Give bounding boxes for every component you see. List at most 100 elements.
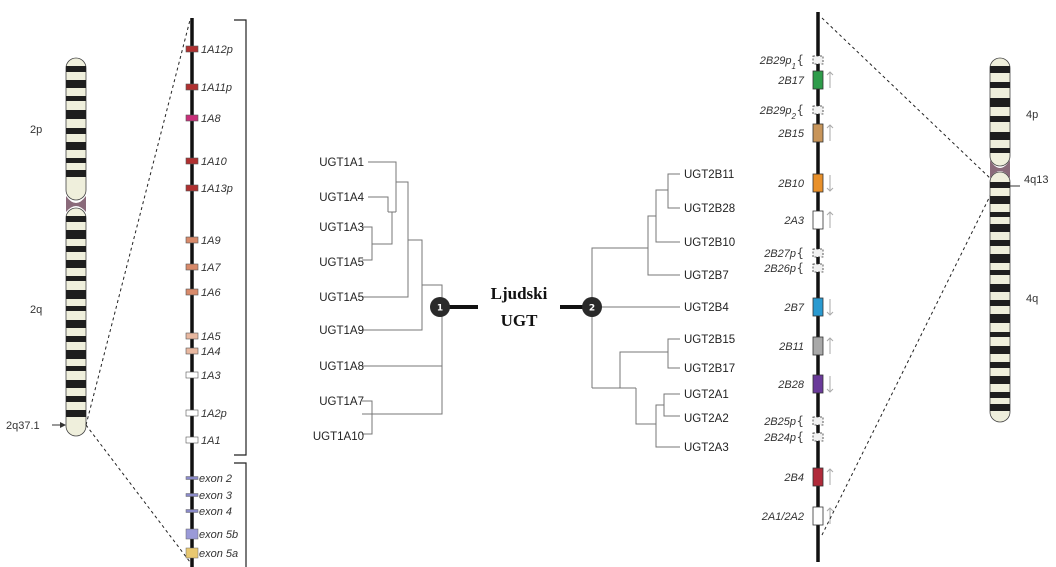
ugt2-gene-marker bbox=[812, 173, 824, 193]
ugt2-gene-label: 2B4 bbox=[783, 472, 804, 484]
ugt2-gene-label: 2B26p bbox=[763, 263, 796, 275]
center-title-line2: UGT bbox=[501, 311, 539, 330]
ugt2-gene-subscript: 1 bbox=[792, 62, 796, 71]
ugt1-gene-marker bbox=[185, 371, 199, 379]
ugt2-gene-name: 2B10 bbox=[777, 178, 805, 190]
node-2-circle bbox=[582, 297, 602, 317]
ugt2-gene-label: 2B29p1 bbox=[759, 55, 796, 71]
ugt1-tree-label: UGT1A5 bbox=[319, 292, 364, 304]
ugt1-tree-label: UGT1A10 bbox=[313, 431, 364, 443]
ugt1-gene-label: 1A4 bbox=[201, 346, 221, 358]
brace-icon: { bbox=[796, 103, 804, 117]
ugt2-gene-marker bbox=[812, 297, 824, 317]
zoom-line-lower bbox=[85, 424, 191, 563]
ugt2-tree-branches bbox=[591, 173, 680, 448]
exon-marker bbox=[185, 547, 199, 559]
brace-icon: { bbox=[796, 246, 804, 260]
ugt2-gene-label: 2B29p2 bbox=[759, 105, 797, 121]
exon-label: exon 5b bbox=[199, 529, 238, 541]
ugt1-gene-marker bbox=[185, 347, 199, 355]
ugt2-tree-label: UGT2B7 bbox=[684, 270, 729, 282]
ugt2-gene-name: 2A1/2A2 bbox=[761, 511, 804, 523]
ugt2-gene-name: 2B4 bbox=[783, 472, 804, 484]
ugt2-gene-name: 2B24p bbox=[763, 432, 796, 444]
chromosome-2-ideogram bbox=[52, 57, 87, 437]
ugt2-gene-label: 2B27p bbox=[763, 248, 796, 260]
ugt1-tree-label: UGT1A8 bbox=[319, 361, 364, 373]
ugt2-gene-name: 2B11 bbox=[778, 341, 804, 353]
ugt2-pseudogene-marker bbox=[812, 55, 824, 65]
orientation-arrow-icon bbox=[826, 388, 834, 393]
ugt1-gene-label: 1A10 bbox=[201, 156, 228, 168]
node-1-circle bbox=[430, 297, 450, 317]
ugt1-gene-marker bbox=[185, 409, 199, 417]
node-2-label: 2 bbox=[589, 304, 595, 314]
band-label-4p: 4p bbox=[1026, 109, 1038, 121]
ugt2-pseudogene-marker bbox=[812, 263, 824, 273]
ugt1-gene-marker bbox=[185, 83, 199, 91]
zoom-line-upper bbox=[85, 19, 191, 426]
ugt2-tree-label: UGT2B4 bbox=[684, 302, 729, 314]
ugt1-gene-marker bbox=[185, 157, 199, 165]
ugt2-gene-label: 2B24p bbox=[763, 432, 796, 444]
orientation-arrow-icon bbox=[826, 468, 834, 473]
ugt2-gene-label: 2B10 bbox=[777, 178, 805, 190]
ugt2-tree-label: UGT2B28 bbox=[684, 203, 735, 215]
exon-bracket bbox=[234, 462, 247, 567]
zoom-line-right-upper bbox=[821, 17, 993, 181]
exon-marker bbox=[185, 509, 199, 513]
node-1-label: 1 bbox=[437, 304, 443, 314]
ugt2-gene-name: 2A3 bbox=[783, 215, 804, 227]
ugt2-pseudogene-marker bbox=[812, 432, 824, 442]
ugt1-tree-label: UGT1A7 bbox=[319, 396, 364, 408]
center-title-line1: Ljudski bbox=[491, 284, 548, 303]
ugt1-tree-labels: UGT1A1UGT1A4UGT1A3UGT1A5UGT1A5UGT1A9UGT1… bbox=[313, 157, 365, 443]
ugt1-gene-label: 1A2p bbox=[201, 408, 227, 420]
ugt2-gene-label: 2B25p bbox=[763, 416, 796, 428]
ugt1-tree-label: UGT1A1 bbox=[319, 157, 364, 169]
ugt2-pseudogene-marker bbox=[812, 105, 824, 115]
ugt2-gene-subscript: 2 bbox=[791, 112, 797, 121]
ugt1-gene-list: 1A12p1A11p1A81A101A13p1A91A71A61A51A41A3… bbox=[185, 44, 233, 447]
orientation-arrow-icon bbox=[826, 124, 834, 129]
ugt2-tree-label: UGT2B11 bbox=[684, 169, 734, 181]
ugt2-gene-marker bbox=[812, 210, 824, 230]
ugt1-gene-label: 1A12p bbox=[201, 44, 233, 56]
ugt1-tree-branches bbox=[362, 161, 443, 435]
brace-icon: { bbox=[796, 261, 804, 275]
ugt2-gene-marker bbox=[812, 467, 824, 487]
ugt2-pseudogene-marker bbox=[812, 416, 824, 426]
orientation-arrow-icon bbox=[826, 337, 834, 342]
ugt1-gene-marker bbox=[185, 184, 199, 192]
ugt2-gene-name: 2B7 bbox=[783, 302, 804, 314]
ugt1-tree-label: UGT1A9 bbox=[319, 325, 364, 337]
ugt2-gene-label: 2B17 bbox=[777, 75, 805, 87]
ugt1-gene-marker bbox=[185, 436, 199, 444]
ugt1-gene-marker bbox=[185, 114, 199, 122]
ugt2-pseudogene-marker bbox=[812, 248, 824, 258]
ugt1-gene-label: 1A8 bbox=[201, 113, 221, 125]
band-label-2p: 2p bbox=[30, 124, 42, 136]
ugt2-gene-list: 2B29p1{2B172B29p2{2B152B102A32B27p{2B26p… bbox=[759, 53, 834, 526]
ugt2-tree-label: UGT2A1 bbox=[684, 389, 729, 401]
ugt2-gene-name: 2B17 bbox=[777, 75, 805, 87]
exon-label: exon 3 bbox=[199, 490, 233, 502]
ugt2-gene-marker bbox=[812, 336, 824, 356]
band-label-4q: 4q bbox=[1026, 293, 1038, 305]
ugt2-gene-name: 2B29p bbox=[759, 105, 792, 117]
ugt2-tree-label: UGT2B15 bbox=[684, 334, 735, 346]
ugt1-genes-bracket bbox=[234, 19, 247, 456]
ugt2-gene-marker bbox=[812, 123, 824, 143]
ugt2-tree-label: UGT2A2 bbox=[684, 413, 729, 425]
ugt1-gene-label: 1A6 bbox=[201, 287, 221, 299]
ugt2-gene-label: 2A1/2A2 bbox=[761, 511, 804, 523]
orientation-arrow-icon bbox=[826, 71, 834, 76]
ugt1-gene-marker bbox=[185, 45, 199, 53]
ugt2-gene-name: 2B15 bbox=[777, 128, 805, 140]
ugt1-gene-label: 1A1 bbox=[201, 435, 221, 447]
ugt1-gene-marker bbox=[185, 263, 199, 271]
brace-icon: { bbox=[796, 430, 804, 444]
exon-label: exon 5a bbox=[199, 548, 238, 560]
ugt2-gene-marker bbox=[812, 374, 824, 394]
